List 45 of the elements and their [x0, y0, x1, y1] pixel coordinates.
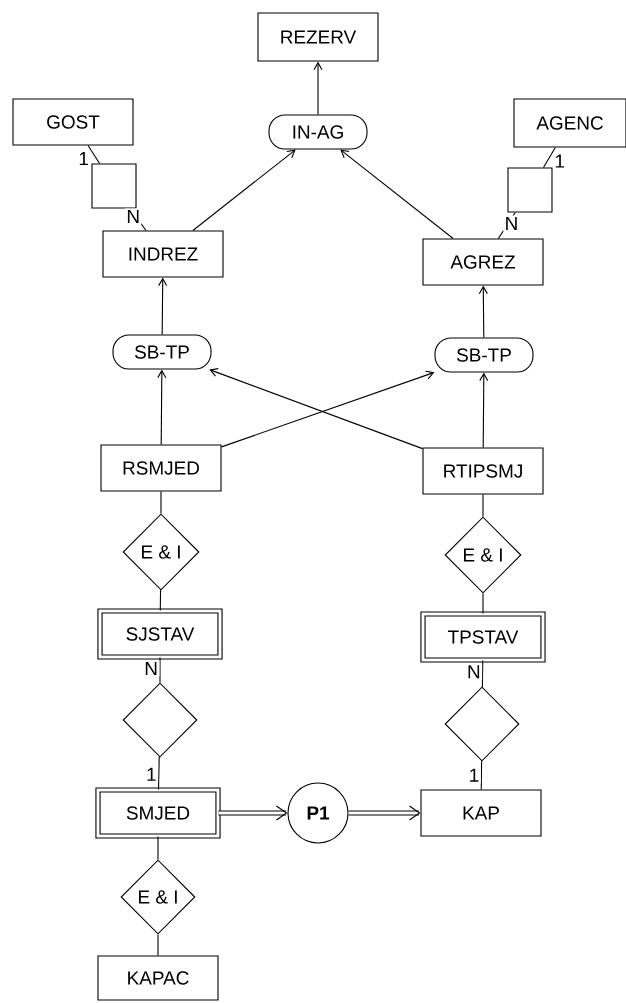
connector-line [159, 589, 162, 611]
weak-entity-box: SJSTAV [97, 608, 223, 660]
cardinality-label: 1 [552, 153, 567, 170]
connector-line [157, 756, 160, 790]
weak-entity-box: SMJED [95, 787, 221, 839]
entity-box: REZERV [257, 12, 379, 62]
entity-box: GOST [12, 98, 134, 146]
arrow [348, 805, 421, 821]
entity-box: RSMJED [100, 444, 222, 492]
connector-line [87, 145, 101, 164]
arrow [192, 149, 296, 231]
arrow [313, 61, 323, 115]
connector-line [159, 657, 161, 683]
relationship-diamond [122, 682, 198, 758]
connector-line [542, 147, 556, 168]
entity-box [91, 163, 137, 209]
arrow [157, 369, 167, 445]
entity-box: KAP [420, 789, 542, 837]
connector-line [482, 494, 484, 517]
cardinality-label: 1 [144, 766, 159, 783]
connector-line [480, 760, 483, 790]
arrow [340, 149, 454, 239]
arrow [158, 277, 168, 335]
connector-line [157, 836, 159, 860]
entity-box: AGENC [513, 98, 626, 148]
connector-line [157, 934, 159, 956]
cardinality-label: 1 [76, 150, 91, 167]
entity-box: RTIPSMJ [422, 447, 544, 495]
entity-box [507, 167, 553, 213]
cardinality-label: N [124, 208, 142, 225]
relationship-diamond [444, 686, 520, 762]
cardinality-label: N [465, 663, 483, 680]
entity-box: KAPAC [97, 955, 219, 1001]
arrow [218, 805, 288, 821]
weak-entity-box: TPSTAV [420, 611, 546, 663]
connector-line [481, 660, 484, 688]
cardinality-label: N [142, 660, 160, 677]
arrow [478, 285, 488, 338]
connector-line [160, 491, 162, 514]
entity-box: AGREZ [422, 238, 544, 286]
cardinality-label: 1 [467, 767, 481, 784]
entity-box: INDREZ [102, 230, 224, 278]
cardinality-label: N [503, 215, 520, 232]
connector-line [482, 593, 484, 614]
arrow [479, 372, 489, 448]
